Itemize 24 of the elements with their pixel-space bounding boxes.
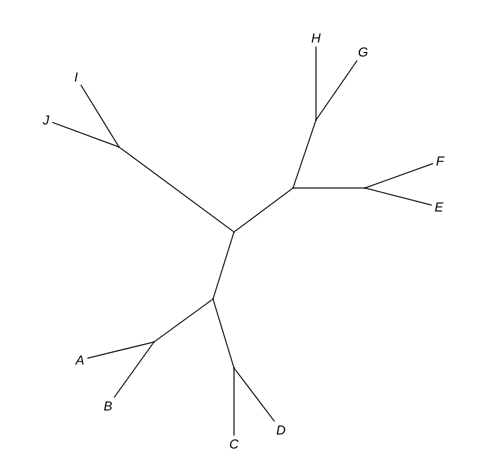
taxon-label: F [433, 152, 447, 170]
taxon-label: D [273, 422, 289, 438]
tree-branch [316, 60, 358, 120]
tree-branch [234, 368, 276, 422]
tree-branch [154, 299, 212, 342]
tree-branch [80, 84, 119, 146]
taxon-label: C [226, 436, 242, 452]
tree-branch [120, 147, 234, 232]
tree-branch [86, 342, 154, 359]
tree-branch [212, 232, 234, 298]
tree-branch [114, 342, 154, 398]
tree-branch [366, 163, 434, 188]
taxon-label: J [40, 112, 52, 128]
taxon-label: G [354, 44, 372, 60]
taxon-label: A [72, 352, 88, 368]
tree-branch [52, 122, 118, 148]
tree-branch [234, 188, 292, 232]
taxon-label: I [71, 68, 81, 86]
tree-branch [212, 300, 234, 368]
tree-branch [366, 188, 432, 206]
taxon-label: B [100, 398, 116, 414]
tree-branch [292, 120, 316, 188]
taxon-label: E [432, 198, 446, 216]
taxon-label: H [308, 30, 324, 46]
